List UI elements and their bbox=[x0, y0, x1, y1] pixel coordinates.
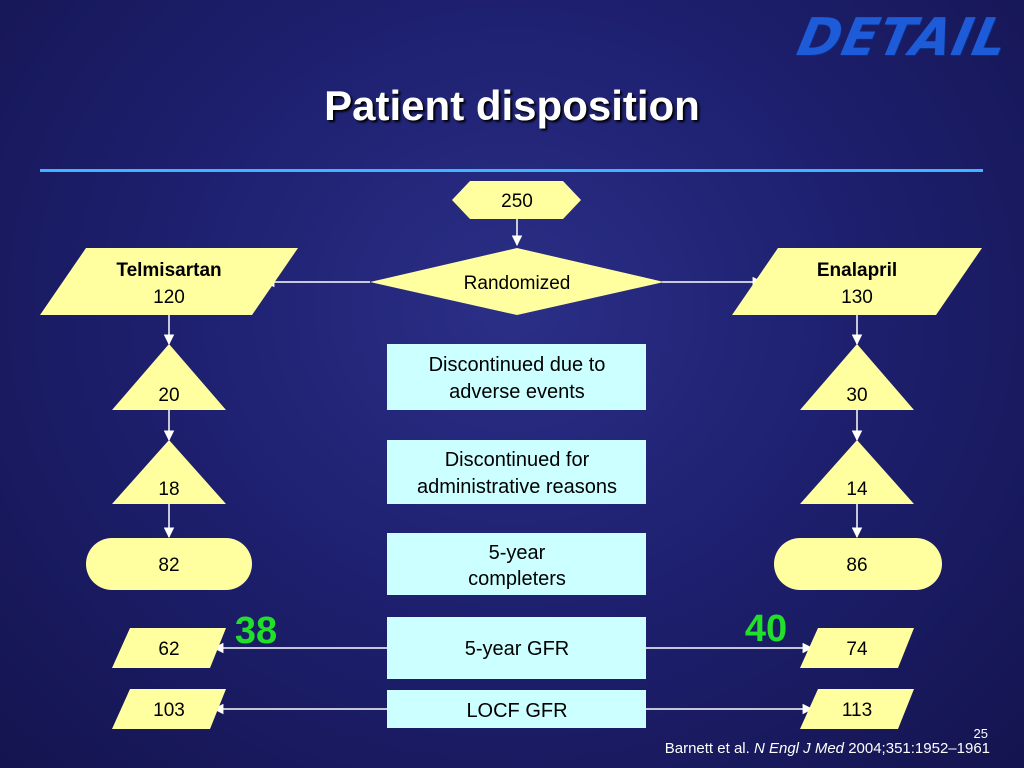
admin-label-box bbox=[387, 440, 646, 504]
randomized-diamond bbox=[370, 248, 664, 315]
admin-label-line2: administrative reasons bbox=[417, 476, 617, 498]
completers-label-line2: completers bbox=[468, 568, 566, 590]
tel-locf-value: 103 bbox=[153, 700, 185, 721]
title-divider bbox=[40, 169, 983, 172]
tel-locf-box bbox=[112, 689, 226, 729]
citation-authors: Barnett et al. bbox=[664, 740, 750, 757]
tel-gfr-box bbox=[112, 628, 226, 668]
ae-label-box bbox=[387, 344, 646, 410]
enal-admin-count: 14 bbox=[846, 479, 868, 500]
tel-gfr-value: 62 bbox=[158, 639, 179, 660]
enal-admin-triangle bbox=[800, 440, 914, 504]
telmisartan-name: Telmisartan bbox=[116, 260, 221, 281]
page-number: 25 bbox=[973, 726, 988, 741]
enal-locf-box bbox=[800, 689, 914, 729]
enal-gfr-value: 74 bbox=[846, 639, 868, 660]
total-count: 250 bbox=[501, 191, 533, 212]
citation: Barnett et al. N Engl J Med 2004;351:195… bbox=[580, 740, 990, 757]
enal-gfr-box bbox=[800, 628, 914, 668]
enalapril-name: Enalapril bbox=[817, 260, 897, 281]
tel-highlight-number: 38 bbox=[235, 610, 277, 652]
citation-journal: N Engl J Med bbox=[753, 740, 845, 757]
admin-label-line1: Discontinued for bbox=[445, 449, 590, 471]
tel-ae-count: 20 bbox=[158, 385, 179, 406]
ae-label-line1: Discontinued due to bbox=[429, 354, 606, 376]
randomized-label: Randomized bbox=[464, 273, 571, 294]
enalapril-count: 130 bbox=[841, 287, 873, 308]
ae-label-line2: adverse events bbox=[449, 381, 585, 403]
enal-completers-count: 86 bbox=[846, 555, 867, 576]
gfr-label: 5-year GFR bbox=[465, 638, 569, 660]
slide-title: Patient disposition bbox=[324, 82, 700, 129]
enalapril-arm bbox=[732, 248, 982, 315]
tel-ae-triangle bbox=[112, 344, 226, 410]
completers-label-box bbox=[387, 533, 646, 595]
citation-ref: 2004;351:1952–1961 bbox=[848, 740, 990, 757]
telmisartan-arm bbox=[40, 248, 298, 315]
enal-highlight-number: 40 bbox=[745, 608, 787, 650]
completers-label-line1: 5-year bbox=[489, 542, 546, 564]
enal-ae-count: 30 bbox=[846, 385, 867, 406]
tel-completers-pill bbox=[86, 538, 252, 590]
enal-locf-value: 113 bbox=[842, 700, 872, 721]
telmisartan-count: 120 bbox=[153, 287, 185, 308]
total-hexagon bbox=[452, 181, 581, 219]
enal-completers-pill bbox=[774, 538, 942, 590]
gfr-label-box bbox=[387, 617, 646, 679]
tel-completers-count: 82 bbox=[158, 555, 179, 576]
locf-label: LOCF GFR bbox=[466, 700, 567, 722]
enal-ae-triangle bbox=[800, 344, 914, 410]
tel-admin-count: 18 bbox=[158, 479, 179, 500]
locf-label-box bbox=[387, 690, 646, 728]
tel-admin-triangle bbox=[112, 440, 226, 504]
